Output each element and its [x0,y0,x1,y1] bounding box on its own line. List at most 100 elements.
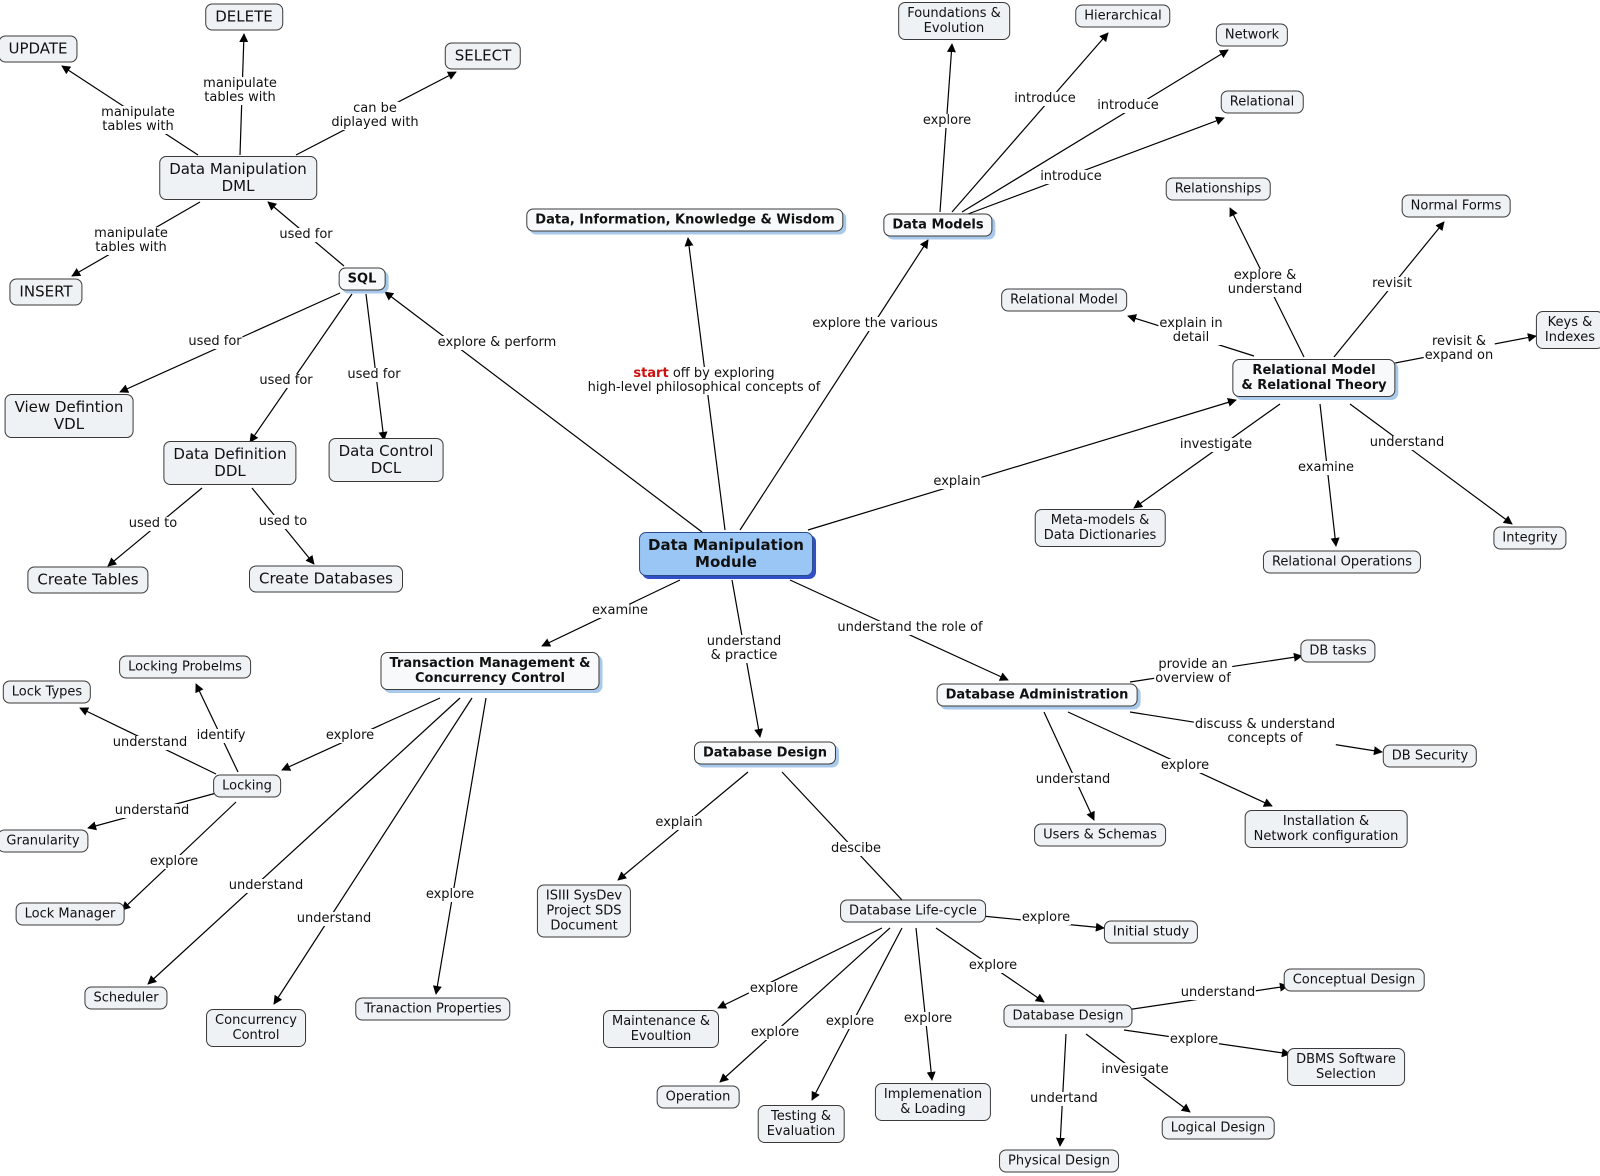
edge-dm-relational [967,116,1225,215]
label-sql-used-for-ddl: used for [258,373,314,388]
edge-sql-ddl [249,293,353,443]
node-transaction[interactable]: Transaction Management & Concurrency Con… [380,652,600,690]
node-center[interactable]: Data Manipulation Module [639,532,813,576]
node-testing[interactable]: Testing & Evaluation [757,1105,845,1143]
node-implementation[interactable]: Implemenation & Loading [874,1083,992,1121]
node-maintenance[interactable]: Maintenance & Evoultion [603,1010,719,1048]
node-logical-design[interactable]: Logical Design [1161,1116,1275,1140]
edge-lc-testing [811,927,903,1101]
edge-lc-implementation [915,927,936,1081]
node-meta-models[interactable]: Meta-models & Data Dictionaries [1034,509,1166,547]
edge-center-reltheory [807,398,1237,531]
label-dm-introduce-1: introduce [1013,91,1077,106]
node-ddl[interactable]: Data Definition DDL [163,441,297,485]
label-lc-explore-dbdesign2: explore [967,958,1019,973]
label-lc-explore-testing: explore [824,1014,876,1029]
node-users-schemas[interactable]: Users & Schemas [1034,823,1166,847]
node-create-tables[interactable]: Create Tables [27,566,149,594]
node-database-design[interactable]: Database Design [693,741,837,765]
node-relationships[interactable]: Relationships [1165,177,1271,201]
node-lifecycle[interactable]: Database Life-cycle [840,899,986,923]
node-insert[interactable]: INSERT [9,278,83,306]
label-dbd-describe: descibe [829,841,883,856]
node-keys-indexes[interactable]: Keys & Indexes [1535,311,1600,349]
label-lc-explore-implementation: explore [902,1011,954,1026]
label-explain-center: explain [932,474,982,489]
node-dml[interactable]: Data Manipulation DML [159,156,317,200]
node-data-models[interactable]: Data Models [883,213,993,237]
node-dcl[interactable]: Data Control DCL [328,438,444,482]
node-transaction-properties[interactable]: Tranaction Properties [355,997,511,1021]
node-locking-problems[interactable]: Locking Probelms [119,655,251,679]
label-rt-revisit: revisit [1371,276,1413,291]
node-relational-operations[interactable]: Relational Operations [1262,550,1422,574]
node-integrity[interactable]: Integrity [1493,526,1567,550]
label-rt-investigate: investigate [1178,437,1254,452]
label-dm-introduce-3: introduce [1039,169,1103,184]
node-locking[interactable]: Locking [213,774,281,798]
edge-center-sql [384,291,703,533]
node-dbms-selection[interactable]: DBMS Software Selection [1287,1048,1405,1086]
label-tx-explore-locking: explore [324,728,376,743]
edge-dbd2-physical [1055,1033,1067,1147]
node-hierarchical[interactable]: Hierarchical [1075,4,1171,28]
label-admin-understand: understand [1034,772,1112,787]
label-rt-explain-detail: explain in detail [1158,316,1224,345]
node-scheduler[interactable]: Scheduler [84,986,168,1010]
node-physical-design[interactable]: Physical Design [999,1149,1119,1173]
label-dml-displayed-select: can be diplayed with [330,101,420,130]
node-concurrency-control[interactable]: Concurrency Control [206,1009,306,1047]
label-sql-used-for-dcl: used for [346,367,402,382]
label-dbd2-explore: explore [1168,1032,1220,1047]
edge-lc-operation [719,927,891,1083]
label-locking-identify: identify [195,728,247,743]
label-lc-explore-initial: explore [1020,910,1072,925]
label-tx-understand-concurrency: understand [295,911,373,926]
node-normal-forms[interactable]: Normal Forms [1401,194,1511,218]
label-sql-used-for-vdl: used for [187,334,243,349]
node-relational[interactable]: Relational [1220,90,1304,114]
label-rt-examine: examine [1297,460,1355,475]
label-admin-explore: explore [1159,758,1211,773]
label-dm-explore: explore [921,113,973,128]
node-vdl[interactable]: View Defintion VDL [4,394,134,438]
node-create-databases[interactable]: Create Databases [249,565,403,593]
label-tx-explore-properties: explore [424,887,476,902]
node-relational-model[interactable]: Relational Model [1001,288,1127,312]
node-database-design-2[interactable]: Database Design [1003,1004,1133,1028]
node-initial-study[interactable]: Initial study [1103,920,1199,944]
node-network[interactable]: Network [1215,23,1289,47]
label-start-word: start [633,366,669,381]
label-understand-role: understand the role of [836,620,984,635]
node-lock-manager[interactable]: Lock Manager [15,902,125,926]
node-isiii[interactable]: ISIII SysDev Project SDS Document [536,884,632,938]
node-db-admin[interactable]: Database Administration [936,683,1138,707]
node-db-security[interactable]: DB Security [1382,744,1478,768]
node-delete[interactable]: DELETE [205,3,283,31]
label-lc-explore-maintenance: explore [748,981,800,996]
label-start-rest: off by exploring high-level philosophica… [587,366,821,395]
label-sql-used-for-dml: used for [278,227,334,242]
node-db-tasks[interactable]: DB tasks [1300,639,1376,663]
label-rt-revisit-expand: revisit & expand on [1423,334,1495,363]
node-conceptual-design[interactable]: Conceptual Design [1283,968,1425,992]
node-update[interactable]: UPDATE [0,35,78,63]
node-dikw[interactable]: Data, Information, Knowledge & Wisdom [526,208,844,232]
edge-dbd-lifecycle [781,771,903,901]
node-installation[interactable]: Installation & Network configuration [1244,810,1408,848]
label-dbd2-undertand: undertand [1029,1091,1099,1106]
node-foundations[interactable]: Foundations & Evolution [898,2,1010,40]
edge-dm-network [961,49,1229,213]
node-granularity[interactable]: Granularity [0,829,89,853]
node-operation[interactable]: Operation [656,1085,740,1109]
node-lock-types[interactable]: Lock Types [2,680,92,704]
label-center-dikw: start off by exploring high-level philos… [586,366,822,395]
node-relational-theory[interactable]: Relational Model & Relational Theory [1232,359,1396,397]
label-dbd-explain: explain [654,815,704,830]
label-locking-understand-types: understand [111,735,189,750]
node-select[interactable]: SELECT [444,42,522,70]
edge-sql-dcl [365,293,388,441]
label-explore-perform: explore & perform [436,335,558,350]
node-sql[interactable]: SQL [338,267,386,291]
